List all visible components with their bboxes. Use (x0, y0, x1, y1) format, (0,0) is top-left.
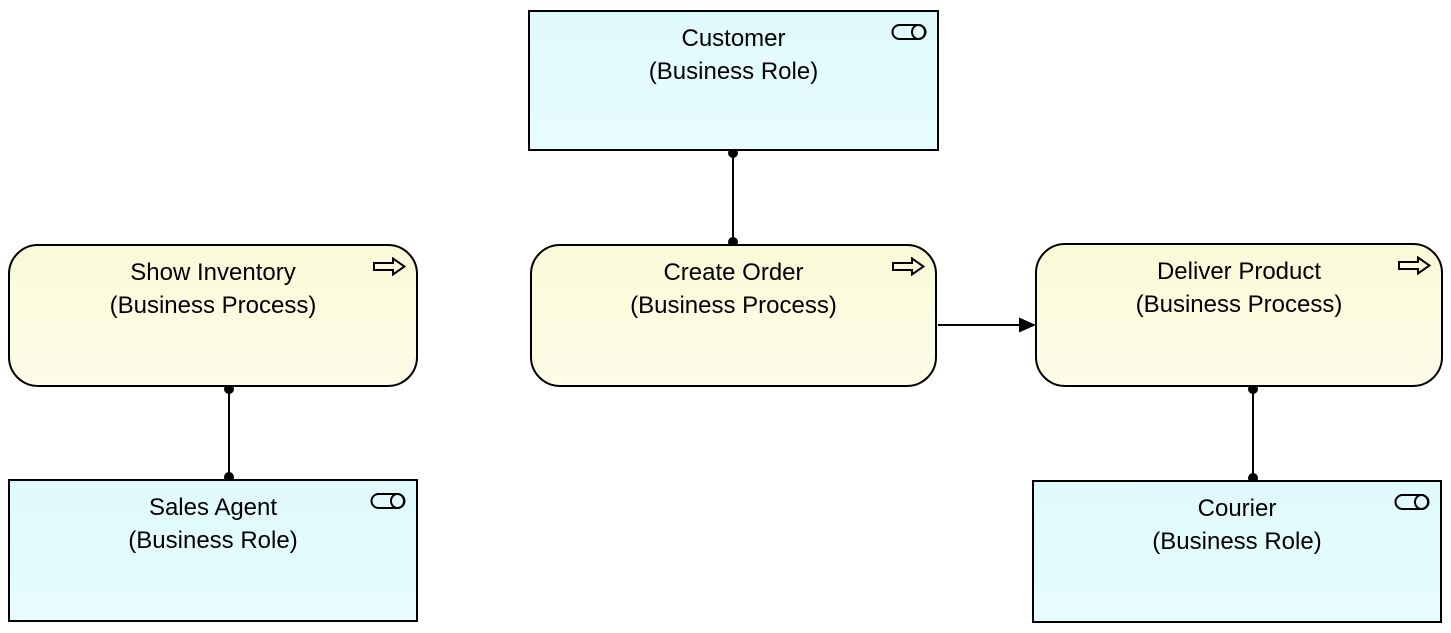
business-process-icon (1398, 255, 1432, 276)
node-courier[interactable]: Courier (Business Role) (1032, 480, 1442, 623)
node-title: Sales Agent (148, 494, 278, 521)
node-title: Show Inventory (130, 259, 296, 286)
node-type: (Business Role) (1152, 528, 1322, 555)
node-label: Courier (Business Role) (1034, 482, 1440, 558)
edge-customer-create-order[interactable] (728, 148, 738, 247)
node-type: (Business Process) (1135, 291, 1343, 318)
node-sales-agent[interactable]: Sales Agent (Business Role) (8, 479, 418, 622)
node-title: Courier (1197, 495, 1277, 522)
node-type: (Business Role) (128, 527, 298, 554)
node-type: (Business Role) (648, 58, 819, 85)
node-title: Deliver Product (1156, 258, 1322, 285)
node-label: Sales Agent (Business Role) (10, 481, 416, 557)
business-role-icon (370, 492, 406, 510)
node-label: Create Order (Business Process) (532, 246, 935, 322)
edge-create-order-deliver-product[interactable] (938, 317, 1036, 333)
node-type: (Business Process) (630, 292, 837, 319)
node-label: Show Inventory (Business Process) (10, 246, 416, 322)
edge-show-inventory-sales-agent[interactable] (224, 384, 234, 482)
business-process-icon (892, 256, 926, 277)
edge-deliver-product-courier[interactable] (1248, 384, 1258, 483)
node-title: Customer (681, 25, 786, 52)
node-show-inventory[interactable]: Show Inventory (Business Process) (8, 244, 418, 387)
node-label: Deliver Product (Business Process) (1037, 245, 1441, 321)
node-deliver-product[interactable]: Deliver Product (Business Process) (1035, 243, 1443, 387)
node-type: (Business Process) (109, 292, 317, 319)
business-process-icon (373, 256, 407, 277)
business-role-icon (891, 23, 927, 41)
node-title: Create Order (663, 259, 804, 286)
business-role-icon (1394, 493, 1430, 511)
node-customer[interactable]: Customer (Business Role) (528, 10, 939, 151)
node-label: Customer (Business Role) (530, 12, 937, 88)
node-create-order[interactable]: Create Order (Business Process) (530, 244, 937, 387)
